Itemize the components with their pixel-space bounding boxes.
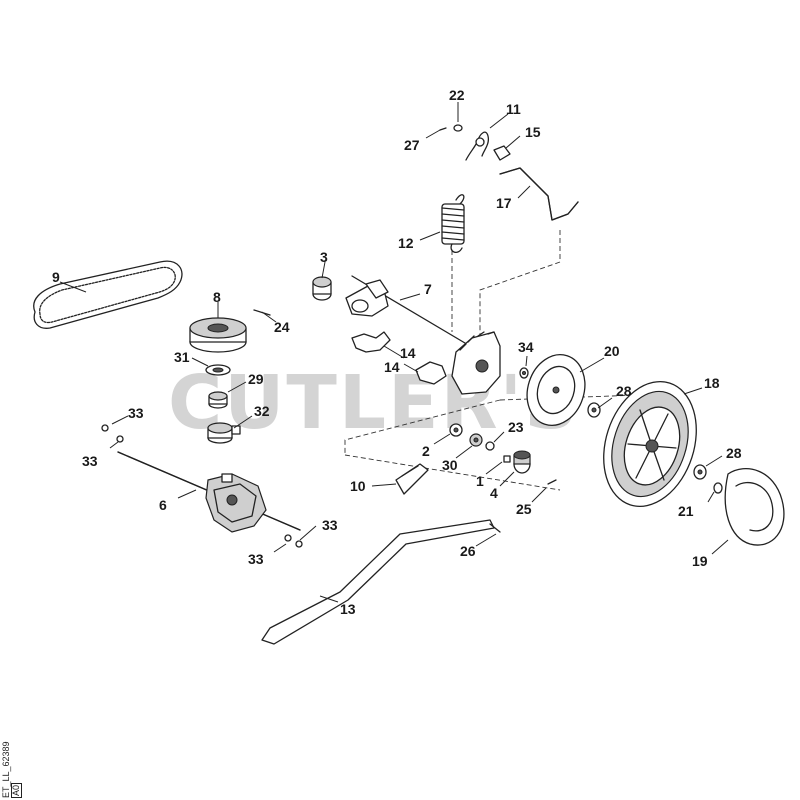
- part-bearing-29: [208, 391, 228, 409]
- part-washer-31: [205, 364, 231, 376]
- callout-7: 7: [424, 281, 432, 297]
- callout-13: 13: [340, 601, 356, 617]
- assembly-dashed-lines: [344, 230, 641, 491]
- part-washer-23: [485, 441, 495, 451]
- part-nut-21: [713, 482, 723, 494]
- callout-24: 24: [274, 319, 290, 335]
- drawing-reference-code: ET_LL_62389 A0: [1, 738, 22, 798]
- part-bracket-lower: [415, 361, 447, 385]
- callout-14-lower: 14: [384, 359, 400, 375]
- callout-28-upper: 28: [616, 383, 632, 399]
- callout-31: 31: [174, 349, 190, 365]
- callout-27: 27: [404, 137, 420, 153]
- part-gear-sector: [451, 331, 501, 395]
- callout-11: 11: [506, 101, 521, 117]
- callout-9: 9: [52, 269, 60, 285]
- callout-leader-lines: [59, 102, 729, 603]
- callout-30: 30: [442, 457, 458, 473]
- callout-20: 20: [604, 343, 620, 359]
- callout-28-lower: 28: [726, 445, 742, 461]
- part-washer-2: [449, 423, 463, 437]
- callout-29: 29: [248, 371, 264, 387]
- callout-33-left: 33: [82, 453, 98, 469]
- callout-2: 2: [422, 443, 430, 459]
- callout-6: 6: [159, 497, 167, 513]
- part-lever-shaft: [345, 275, 471, 347]
- part-washer-28a: [587, 402, 601, 418]
- callout-17: 17: [496, 195, 512, 211]
- part-bushing-15: [493, 145, 511, 161]
- part-bushing-30: [469, 433, 483, 447]
- part-hub-disc: [526, 354, 586, 426]
- part-bushing-32: [207, 422, 241, 444]
- callout-26: 26: [460, 543, 476, 559]
- part-transmission: [117, 451, 301, 533]
- callout-23: 23: [508, 419, 524, 435]
- part-bracket-plate: [395, 463, 429, 495]
- part-spring: [441, 194, 465, 253]
- part-nut: [519, 367, 529, 379]
- part-key-1: [503, 455, 511, 463]
- callout-19: 19: [692, 553, 708, 569]
- callout-33-top: 33: [128, 405, 144, 421]
- callout-10: 10: [350, 478, 366, 494]
- part-washer-28b: [693, 464, 707, 480]
- callout-1: 1: [476, 473, 484, 489]
- callout-22: 22: [449, 87, 465, 103]
- part-pinion-4: [513, 450, 531, 474]
- part-pulley: [189, 317, 247, 353]
- callout-32: 32: [254, 403, 270, 419]
- part-clip-22: [453, 124, 463, 132]
- callout-12: 12: [398, 235, 414, 251]
- reference-code-text: ET_LL_62389: [1, 741, 11, 798]
- callout-18: 18: [704, 375, 720, 391]
- callout-8: 8: [213, 289, 221, 305]
- callout-34: 34: [518, 339, 534, 355]
- part-v-belt: [33, 260, 183, 329]
- callout-15: 15: [525, 124, 541, 140]
- callout-labels: 9 8 24 31 29 32 33 33 6 33 33 3 7 14 14 …: [52, 87, 742, 617]
- part-pin-25: [547, 479, 557, 485]
- callout-4: 4: [490, 485, 498, 501]
- part-roller: [312, 276, 332, 301]
- part-spring-11: [465, 131, 490, 161]
- part-washer-27: [439, 127, 447, 131]
- callout-25: 25: [516, 501, 532, 517]
- part-handle-bar: [261, 519, 501, 645]
- part-wheel-cap: [724, 468, 785, 546]
- part-wheel: [603, 380, 697, 508]
- part-circlips: [101, 424, 303, 548]
- part-latch-rod-17: [499, 167, 579, 221]
- callout-14-upper: 14: [400, 345, 416, 361]
- callout-33-bottom: 33: [248, 551, 264, 567]
- part-bracket-upper: [351, 331, 391, 353]
- callout-3: 3: [320, 249, 328, 265]
- reference-revision-box: A0: [11, 782, 22, 798]
- callout-21: 21: [678, 503, 694, 519]
- callout-33-right: 33: [322, 517, 338, 533]
